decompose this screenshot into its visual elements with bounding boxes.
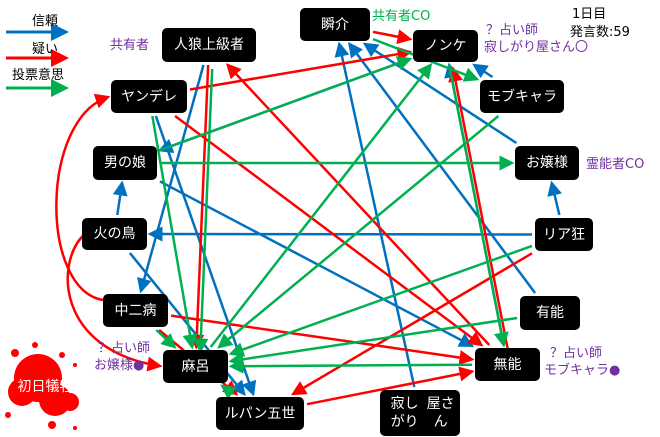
node-chuuni: 中二病 <box>103 294 168 327</box>
annotation-shunsuke: 共有者CO <box>372 9 431 24</box>
node-sabishi-line: 寂しがり <box>390 396 419 430</box>
curve-doubt-hinotori-to-maro <box>66 233 163 372</box>
annotation-jinrou: 共有者 <box>110 38 150 53</box>
annotation-nonke-2: 寂しがり屋さん〇 <box>484 40 589 55</box>
edge-doubt-chuuni-to-munou <box>170 314 475 365</box>
edge-vote-yandere-to-maro <box>151 115 198 350</box>
edge-trust-jinrou-to-chuuni <box>137 64 205 294</box>
edge-doubt-yandere-to-munou <box>174 114 484 347</box>
edge-vote-munou-to-maro <box>228 358 473 374</box>
annotation-maro-2: お嬢様● <box>94 358 145 373</box>
post-count: 発言数:59 <box>570 25 630 40</box>
annotation-munou-1: ？占い師 <box>550 346 603 361</box>
edge-doubt-shunsuke-to-nonke <box>372 29 413 45</box>
edge-vote-jinrou-to-maro <box>193 68 214 354</box>
edge-doubt-lupin-to-munou <box>306 366 475 406</box>
edge-vote-nonke-to-munou <box>447 64 509 348</box>
node-hinotori: 火の鳥 <box>82 218 147 250</box>
annotation-munou-2: モブキャラ● <box>544 363 621 378</box>
edge-doubt-munou-to-nonke <box>448 66 509 350</box>
edge-doubt-jinrou-to-maro <box>189 64 210 350</box>
node-munou: 無能 <box>475 348 540 381</box>
annotation-maro-1: ？占い師 <box>98 341 151 356</box>
edge-trust-riakyo-to-ojou <box>547 180 562 216</box>
node-ojou: お嬢様 <box>515 146 579 180</box>
edge-vote-yuunou-to-maro <box>228 316 518 367</box>
node-yandere: ヤンデレ <box>111 80 187 113</box>
node-sabishi: 寂しがり屋さん <box>380 390 460 436</box>
node-yuunou: 有能 <box>520 296 580 330</box>
legend-trust-label: 信頼 <box>32 14 59 29</box>
legend-arrows <box>6 23 69 97</box>
annotation-ojou: 霊能者CO <box>586 157 645 172</box>
edge-vote-mob-to-maro <box>217 115 500 349</box>
node-otokonoko: 男の娘 <box>93 146 157 180</box>
legend-doubt-label: 疑い <box>32 42 59 57</box>
edge-vote-maro-to-nonke <box>209 63 433 348</box>
annotation-nonke-1: ？占い師 <box>486 23 539 38</box>
edge-trust-yuunou-to-shunsuke <box>348 41 537 294</box>
edge-doubt-yandere-to-nonke <box>189 46 413 91</box>
blood-splatter <box>5 342 79 430</box>
node-shunsuke: 瞬介 <box>300 8 370 41</box>
edge-doubt-munou-to-jinrou <box>225 63 491 346</box>
edge-doubt-riakyo-to-lupin <box>290 252 533 396</box>
node-victim: 初日犠牲者 <box>17 378 88 395</box>
node-riakyo: リア狂 <box>535 218 593 251</box>
node-lupin: ルパン五世 <box>216 397 304 430</box>
node-sabishi-line: 屋さん <box>426 396 455 430</box>
curve-doubt-chuuni-to-yandere <box>55 93 111 302</box>
edge-trust-hinotori-to-otokonoko <box>112 180 128 216</box>
edge-vote-otokonoko-to-nonke <box>159 56 413 152</box>
edge-vote-lupin-to-maro <box>220 384 237 400</box>
edge-vote-chuuni-to-maro <box>155 329 177 349</box>
day-label: 1日目 <box>572 7 607 22</box>
legend-vote-label: 投票意思 <box>12 68 65 83</box>
edge-trust-ojou-to-shunsuke <box>362 42 518 145</box>
edge-vote-riakyo-to-maro <box>228 244 533 357</box>
node-maro: 麻呂 <box>163 350 228 383</box>
node-nonke: ノンケ <box>413 30 478 62</box>
edge-trust-mob-to-nonke <box>472 63 494 79</box>
node-mob: モブキャラ <box>480 80 564 113</box>
node-jinrou: 人狼上級者 <box>162 28 256 62</box>
